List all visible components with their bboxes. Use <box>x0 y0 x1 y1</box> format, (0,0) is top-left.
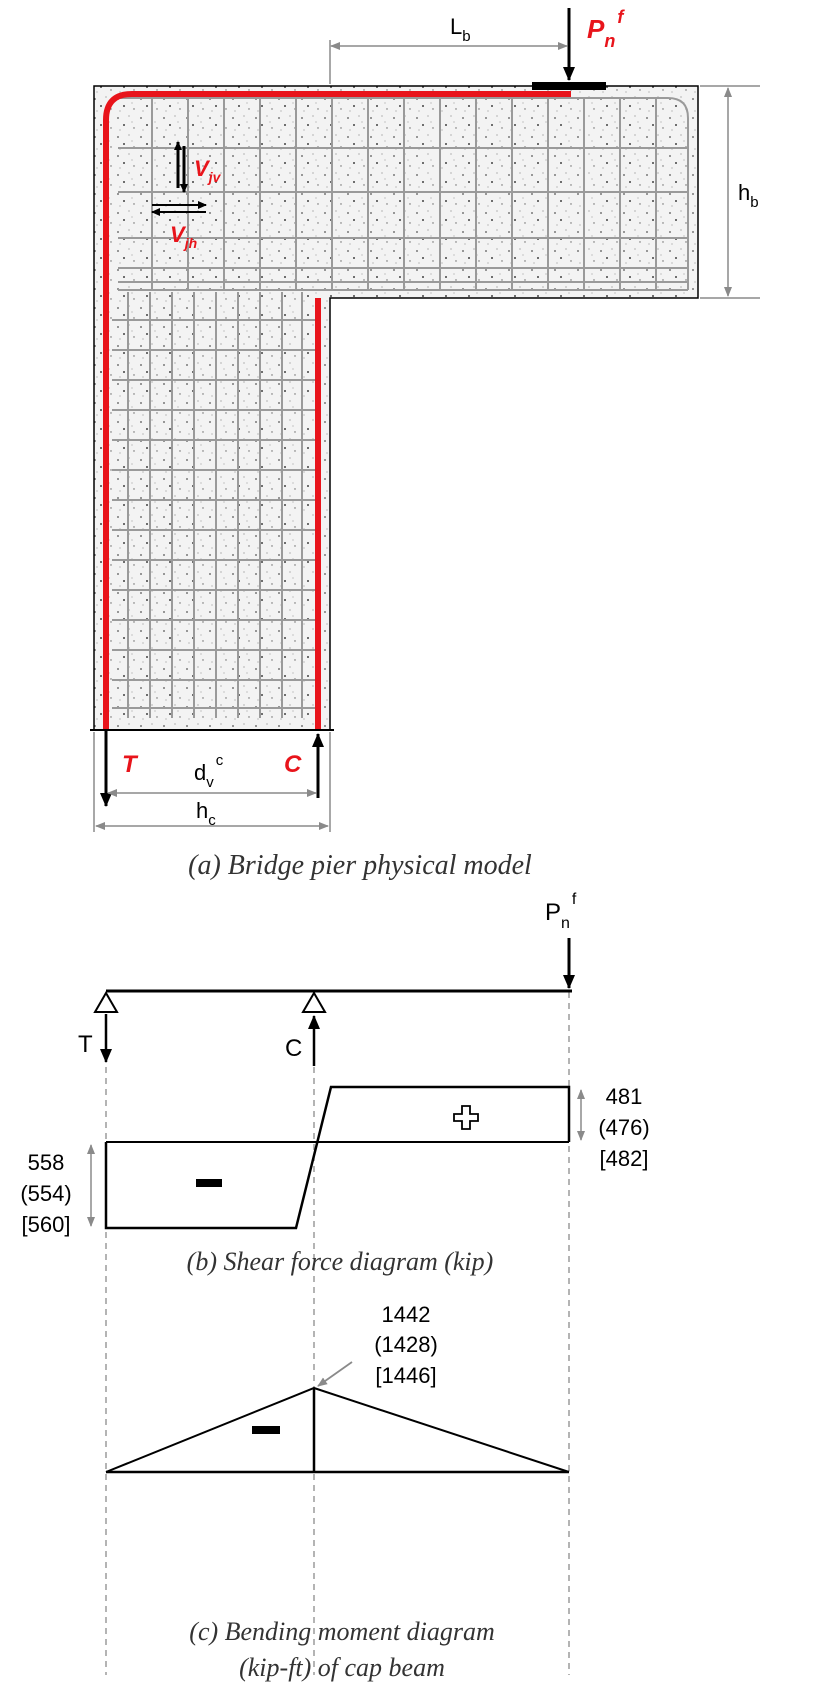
peak-value-2: (1428) <box>374 1332 438 1357</box>
negative-sign <box>196 1179 222 1187</box>
peak-value-1: 1442 <box>382 1302 431 1327</box>
tension-tie-rebar <box>103 91 571 730</box>
neg-value-3: [560] <box>22 1212 71 1237</box>
caption-c-line2: (kip-ft) of cap beam <box>239 1653 445 1682</box>
pnf-label-a: Pnf <box>587 7 625 51</box>
panel-b-shear-diagram: T C Pnf 481 (476) [482] 558 (554) [560] … <box>20 891 650 1675</box>
moment-diagram-outline <box>105 1386 570 1473</box>
hc-label: hc <box>196 798 216 829</box>
beam-rebar-mesh <box>118 97 689 291</box>
moment-negative-sign <box>252 1426 280 1434</box>
c-label-b: C <box>285 1035 302 1062</box>
panel-c-moment-diagram: 1442 (1428) [1446] (c) Bending moment di… <box>105 1302 570 1682</box>
peak-pointer-arrow <box>317 1361 353 1387</box>
support-c <box>301 991 327 1013</box>
caption-c-line1: (c) Bending moment diagram <box>189 1617 494 1646</box>
hb-label: hb <box>738 180 759 211</box>
pos-value-2: (476) <box>598 1115 649 1140</box>
pos-value-1: 481 <box>606 1084 643 1109</box>
bearing-plate <box>532 82 606 90</box>
column-rebar-mesh <box>112 292 318 718</box>
vjh-label: Vjh <box>170 222 197 251</box>
t-label-a: T <box>122 751 139 778</box>
lb-label: Lb <box>450 14 471 45</box>
dv-label: dvc <box>194 752 224 791</box>
c-label-a: C <box>284 751 302 778</box>
support-t <box>93 991 119 1013</box>
caption-a: (a) Bridge pier physical model <box>188 850 532 881</box>
panel-a-physical-model: Pnf Lb hb Vjv Vjh T C dvc hc (a) Bridge … <box>90 7 760 881</box>
vjv-label: Vjv <box>194 156 222 185</box>
caption-b: (b) Shear force diagram (kip) <box>187 1247 494 1276</box>
neg-value-2: (554) <box>20 1181 71 1206</box>
t-label-b: T <box>78 1031 93 1058</box>
pos-value-3: [482] <box>600 1146 649 1171</box>
peak-value-3: [1446] <box>375 1363 436 1388</box>
neg-value-1: 558 <box>28 1150 65 1175</box>
shear-diagram-outline <box>104 1085 571 1230</box>
pnf-label-b: Pnf <box>545 891 577 932</box>
positive-sign <box>453 1105 479 1130</box>
